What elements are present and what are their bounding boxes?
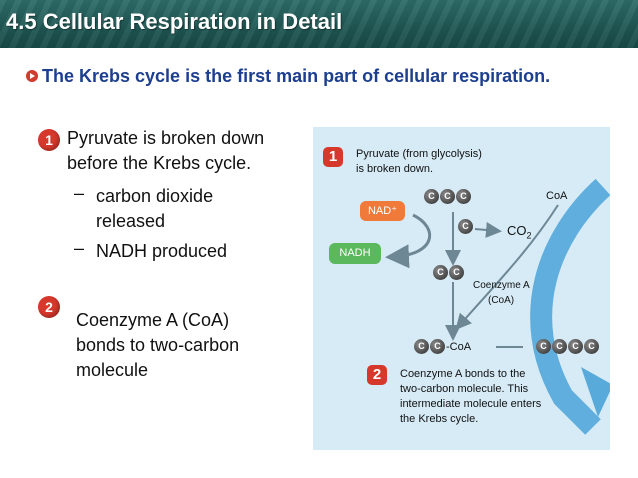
carbon-atom: C <box>440 189 455 204</box>
sub-bullet-dash: – <box>74 238 85 258</box>
nad-arrow <box>385 213 432 269</box>
co2-label: CO2 <box>507 223 532 241</box>
carbon-atom: C <box>552 339 567 354</box>
figure-step-1-line1: Pyruvate (from glycolysis) <box>356 148 482 160</box>
krebs-cycle-arrowhead <box>581 367 610 417</box>
coa-arrow <box>455 204 559 331</box>
step-2-line1: Coenzyme A (CoA) <box>76 310 230 330</box>
figure-step-2-line4: the Krebs cycle. <box>400 413 479 425</box>
carbon-atom: C <box>430 339 445 354</box>
carbon-atom: C <box>449 265 464 280</box>
krebs-figure: 1 Pyruvate (from glycolysis) is broken d… <box>313 127 610 450</box>
co2-arrow <box>474 221 502 238</box>
carbon-atom: C <box>458 219 473 234</box>
carbon-atom: C <box>584 339 599 354</box>
figure-step-2-badge: 2 <box>367 365 387 385</box>
bullet-arrow-icon <box>26 70 38 82</box>
sub-1-line2: released <box>96 211 166 231</box>
slide-header: 4.5 Cellular Respiration in Detail <box>0 0 638 48</box>
krebs-cycle-arrow <box>530 178 610 435</box>
acetyl-coa-label: -CoA <box>446 341 472 353</box>
carbon-atom: C <box>536 339 551 354</box>
step-1-line2: before the Krebs cycle. <box>67 153 252 173</box>
coa-top-label: CoA <box>546 190 568 202</box>
coenzyme-a-line2: (CoA) <box>488 295 515 306</box>
carbon-atom: C <box>456 189 471 204</box>
figure-step-2-line1: Coenzyme A bonds to the <box>400 368 526 380</box>
slide-title: 4.5 Cellular Respiration in Detail <box>6 9 343 34</box>
sub-bullet-dash: – <box>74 183 85 203</box>
step-2-line3: molecule <box>76 360 149 380</box>
figure-step-1-line2: is broken down. <box>356 163 434 175</box>
step-2-badge: 2 <box>38 296 60 318</box>
header-texture <box>0 0 638 48</box>
step-1-line1: Pyruvate is broken down <box>67 128 265 148</box>
carbon-atom: C <box>424 189 439 204</box>
step-1-badge: 1 <box>38 129 60 151</box>
figure-step-1-badge: 1 <box>323 147 343 167</box>
figure-arrows <box>385 178 610 435</box>
coenzyme-a-line1: Coenzyme A <box>473 280 530 291</box>
sub-2-line1: NADH produced <box>96 241 228 261</box>
carbon-atom: C <box>414 339 429 354</box>
carbon-atom: C <box>568 339 583 354</box>
step-2-line2: bonds to two-carbon <box>76 335 240 355</box>
main-point: The Krebs cycle is the first main part o… <box>42 66 551 86</box>
carbon-atom: C <box>433 265 448 280</box>
nadh-pill: NADH <box>329 243 381 264</box>
figure-step-2-line2: two-carbon molecule. This <box>400 383 529 395</box>
nad-pill: NAD⁺ <box>360 201 405 221</box>
figure-step-2-line3: intermediate molecule enters <box>400 398 542 410</box>
sub-1-line1: carbon dioxide <box>96 186 214 206</box>
